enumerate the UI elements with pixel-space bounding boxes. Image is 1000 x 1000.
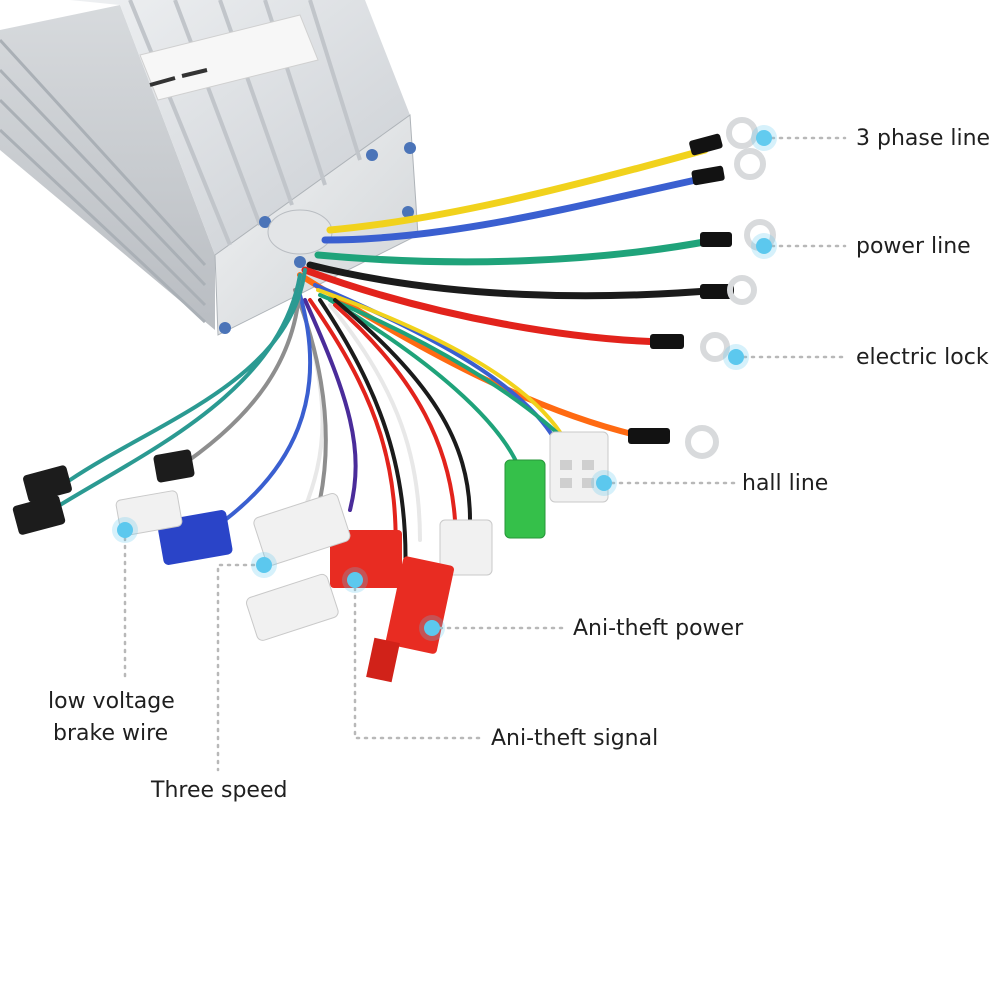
marker-anti-theft-signal (347, 572, 363, 588)
wire-red (301, 266, 669, 346)
connectors (12, 431, 609, 683)
wire-grey (293, 288, 328, 502)
label-anti-theft-power: Ani-theft power (573, 616, 744, 641)
wire-yellow (326, 146, 709, 234)
marker-three-speed (256, 557, 272, 573)
label-anti-theft-signal: Ani-theft signal (491, 726, 659, 751)
marker-hall-line (596, 475, 612, 491)
wire-black (306, 261, 724, 300)
label-low-voltage-brake-line2: brake wire (53, 721, 169, 746)
ring-terminals (628, 117, 776, 459)
wire-blue-speed (223, 293, 313, 522)
label-three-speed: Three speed (151, 778, 288, 803)
marker-3-phase-line (756, 130, 772, 146)
controller-housing (0, 0, 419, 336)
callout-markers (112, 125, 777, 641)
label-low-voltage-brake-line1: low voltage (48, 689, 175, 714)
wire-teal-2 (58, 273, 302, 507)
label-power-line: power line (856, 234, 971, 259)
marker-electric-lock (728, 349, 744, 365)
leader-lines (123, 136, 847, 772)
marker-power-line (756, 238, 772, 254)
wire-purple (303, 298, 358, 512)
wire-grey-brake (173, 273, 302, 472)
marker-anti-theft-power (424, 620, 440, 636)
label-3-phase-line: 3 phase line (856, 126, 991, 151)
wire-green-hall (318, 293, 572, 447)
wire-green (314, 236, 719, 266)
wire-black-2 (333, 298, 472, 522)
wire-green-2 (328, 298, 522, 472)
label-hall-line: hall line (742, 471, 829, 496)
wire-white (328, 303, 422, 542)
wire-red-2 (333, 303, 457, 522)
wire-teal (68, 268, 307, 482)
wire-black-3 (318, 298, 408, 582)
wire-yellow-hall (316, 288, 567, 442)
label-electric-lock: electric lock (856, 345, 989, 370)
marker-low-voltage-brake (117, 522, 133, 538)
wire-blue (321, 174, 709, 244)
